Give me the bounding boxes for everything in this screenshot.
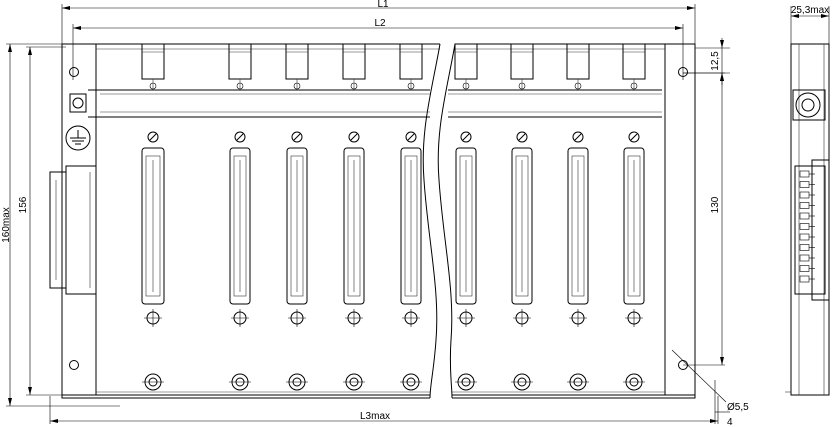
label-12-5: 12,5 [710,51,721,71]
dimension-160max: 160max [1,43,120,407]
ground-icon [70,130,86,145]
dimension-depth: 25,3max [790,5,830,46]
pin [799,275,810,283]
label-dim-4: 4 [727,417,733,427]
label-160max: 160max [1,207,12,243]
side-connector [49,165,97,295]
label-l3: L3max [360,411,390,422]
slot-group [141,43,646,391]
slot-6 [454,43,478,391]
pin [799,244,810,251]
label-hole-diameter: Ø5,5 [727,402,749,413]
slot-9 [622,43,646,391]
slot-1 [141,43,165,391]
dimension-156: 156 [18,46,66,396]
break-line [422,43,456,399]
pin [799,265,810,272]
pin [799,202,810,209]
slot-8 [566,43,590,391]
pin [799,191,810,199]
slot-5 [399,43,423,391]
rack-frame [61,43,696,399]
pin [799,254,810,262]
dimension-l1: L1 [61,0,696,44]
ground-terminal [65,93,91,151]
pin [799,223,810,230]
label-l2: L2 [374,18,386,29]
pin [799,181,810,188]
label-156: 156 [18,196,29,213]
dimension-l2: L2 [72,18,684,80]
dimension-l3: L3max [49,396,719,424]
slot-7 [510,43,534,391]
side-connector-pins [799,170,815,283]
label-depth: 25,3max [791,5,829,16]
side-view [785,43,830,396]
pin [799,212,810,220]
slot-2 [228,43,252,391]
dimension-hole: Ø5,5 4 [671,349,749,427]
bus-rail [88,89,662,118]
slot-4 [342,43,366,391]
dimension-130: 130 [683,72,725,366]
pin [799,170,810,178]
label-l1: L1 [377,0,389,10]
label-130: 130 [710,196,721,213]
pin [799,233,810,241]
slot-3 [285,43,309,391]
